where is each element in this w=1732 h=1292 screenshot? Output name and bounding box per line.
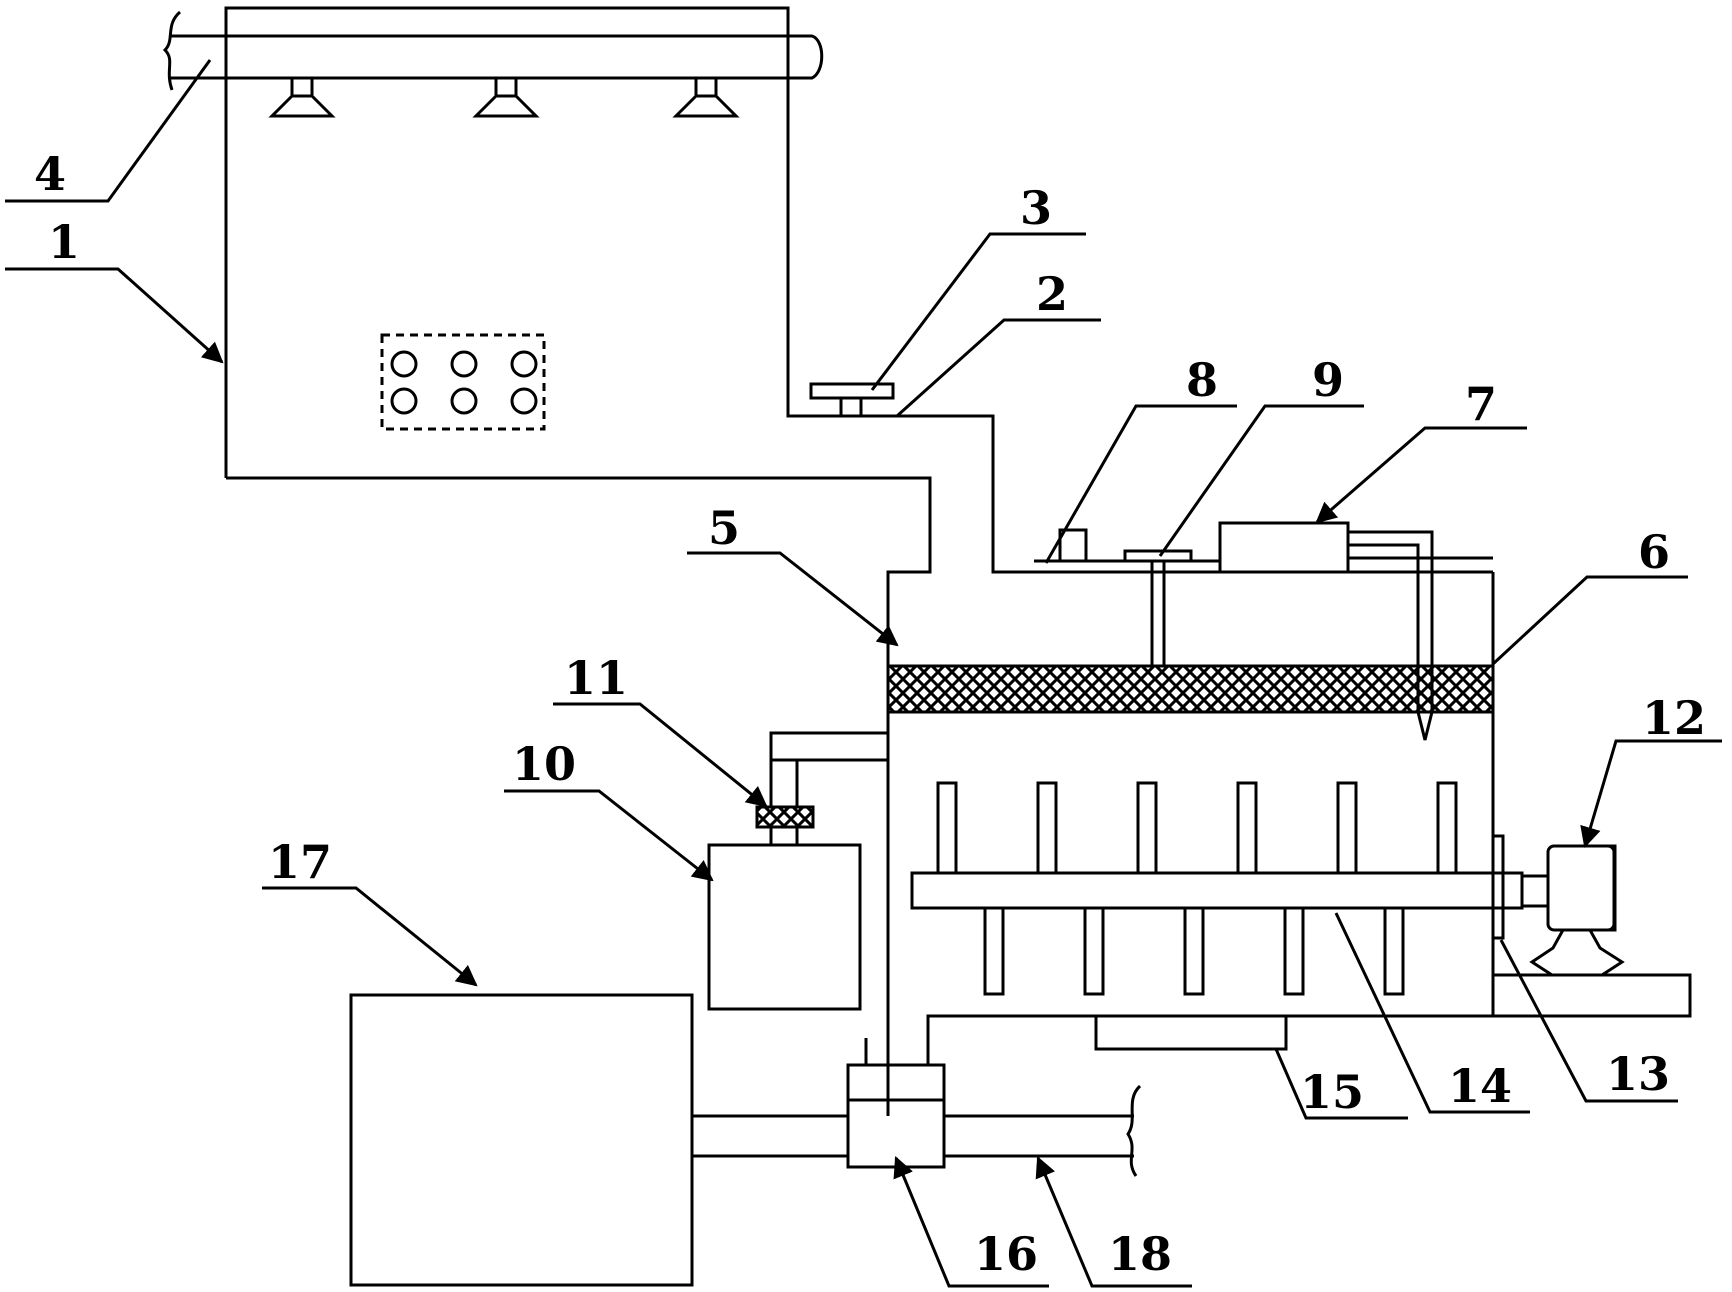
leader-lines	[5, 59, 1722, 1288]
label-5: 5	[708, 501, 740, 555]
filter-mesh-layer	[886, 664, 1495, 714]
spray-nozzle	[672, 76, 740, 118]
label-8: 8	[1186, 353, 1218, 407]
label-7: 7	[1465, 377, 1497, 431]
label-11: 11	[564, 651, 628, 705]
tee-junction	[846, 1038, 946, 1169]
drain-box	[1094, 1014, 1288, 1051]
spray-nozzle	[472, 76, 540, 118]
water-tank	[707, 731, 888, 1011]
vent-hole-grid	[380, 333, 546, 431]
label-15: 15	[1300, 1065, 1364, 1119]
label-13: 13	[1606, 1047, 1670, 1101]
label-18: 18	[1108, 1227, 1172, 1281]
upper-chamber	[224, 6, 1493, 735]
label-16: 16	[974, 1227, 1038, 1281]
spray-nozzle	[268, 76, 336, 118]
stirring-shaft	[910, 781, 1524, 996]
storage-tank	[349, 993, 694, 1287]
label-10: 10	[512, 737, 576, 791]
main-tank	[886, 572, 1495, 1116]
probe	[1123, 549, 1193, 666]
label-17: 17	[268, 835, 332, 889]
label-6: 6	[1638, 525, 1670, 579]
outlet-pipe	[692, 1084, 1142, 1177]
control-box	[1218, 521, 1493, 741]
valve	[809, 382, 895, 418]
overhead-rail	[162, 10, 824, 91]
pump-filter	[755, 805, 815, 829]
label-2: 2	[1036, 267, 1068, 321]
bearing-seal	[1491, 834, 1505, 940]
label-4: 4	[34, 147, 66, 201]
label-12: 12	[1642, 691, 1706, 745]
label-9: 9	[1312, 353, 1344, 407]
label-14: 14	[1448, 1059, 1512, 1113]
label-3: 3	[1020, 181, 1052, 235]
label-1: 1	[48, 215, 80, 269]
